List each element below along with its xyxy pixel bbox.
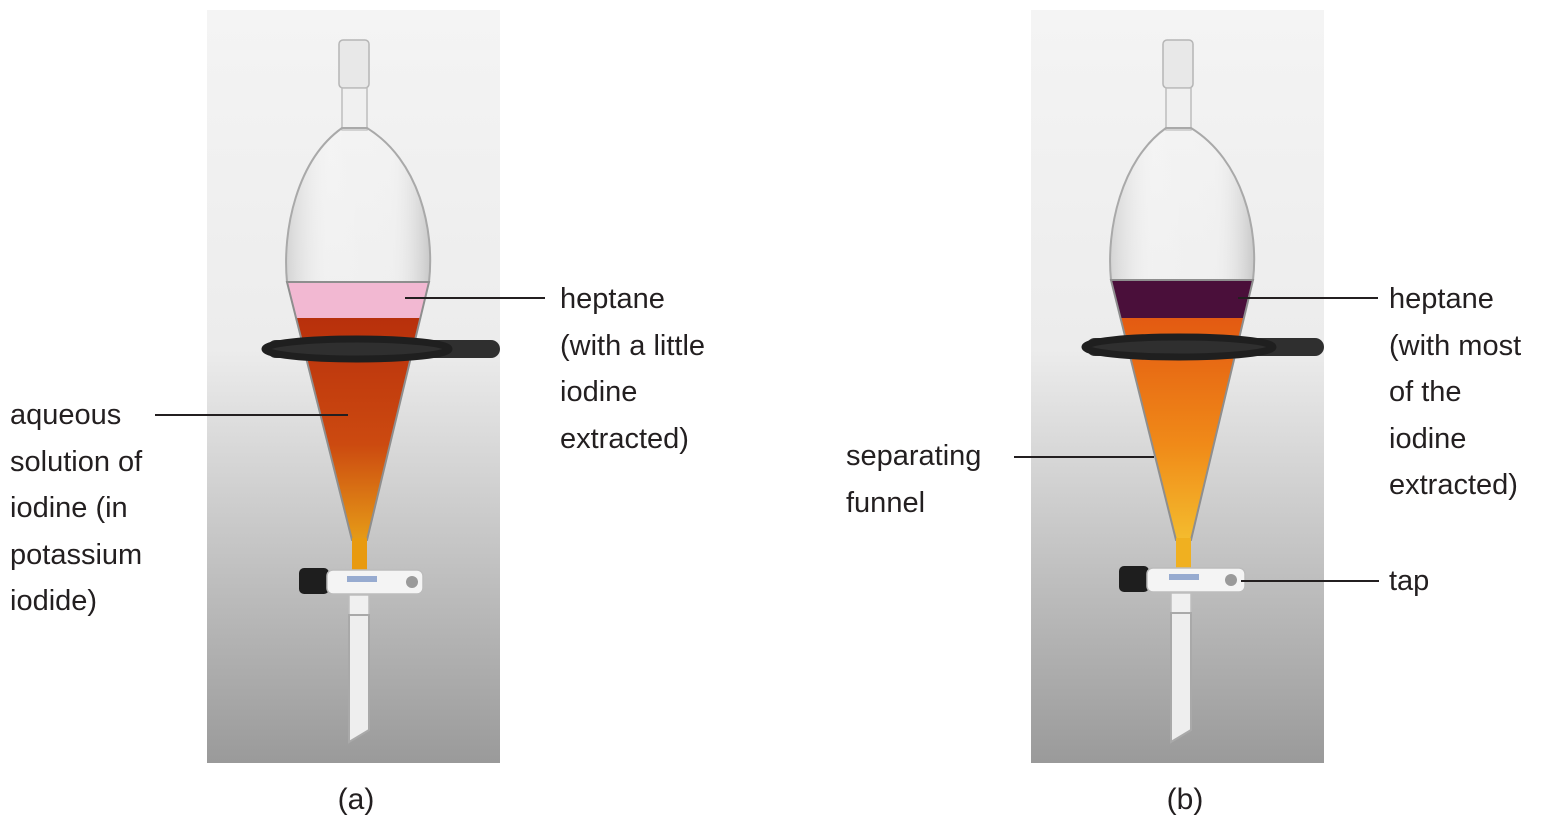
- aqueous-label-a-line: aqueous: [10, 399, 122, 431]
- tap-leader-b: [1241, 580, 1379, 582]
- heptane-label-a-line: iodine: [560, 376, 638, 408]
- aqueous-label-a-line: iodine (in: [10, 492, 128, 524]
- aqueous-leader-a: [155, 414, 348, 416]
- tap-label-b-line: tap: [1389, 565, 1430, 597]
- aqueous-label-a: aqueous solution of iodine (in potassium…: [10, 392, 142, 625]
- funnel-photo-a: [207, 10, 500, 763]
- funnel-label-b-line: separating: [846, 440, 982, 472]
- heptane-label-a-line: heptane: [560, 283, 665, 315]
- funnel-label-b: separating funnel: [846, 433, 981, 526]
- heptane-leader-a: [405, 297, 545, 299]
- aqueous-label-a-line: solution of: [10, 445, 143, 478]
- heptane-label-a-line: extracted): [560, 422, 689, 455]
- funnel-label-b-line: funnel: [846, 486, 926, 519]
- heptane-label-b: heptane (with most of the iodine extract…: [1389, 276, 1521, 509]
- heptane-label-a: heptane (with a little iodine extracted): [560, 276, 705, 462]
- heptane-label-b-line: iodine: [1389, 422, 1467, 455]
- heptane-label-b-line: of the: [1389, 376, 1462, 408]
- caption-a: (a): [337, 783, 375, 816]
- caption-b: (b): [1166, 783, 1204, 816]
- heptane-label-b-line: extracted): [1389, 469, 1518, 501]
- heptane-label-a-line: (with a little: [560, 329, 706, 362]
- tap-label-b: tap: [1389, 558, 1429, 605]
- heptane-leader-b: [1238, 297, 1378, 299]
- funnel-leader-b: [1014, 456, 1154, 458]
- heptane-label-b-line: (with most: [1389, 329, 1522, 362]
- funnel-photo-b: [1031, 10, 1324, 763]
- aqueous-label-a-line: potassium: [10, 538, 143, 571]
- heptane-label-b-line: heptane: [1389, 283, 1494, 315]
- aqueous-label-a-line: iodide): [10, 585, 98, 617]
